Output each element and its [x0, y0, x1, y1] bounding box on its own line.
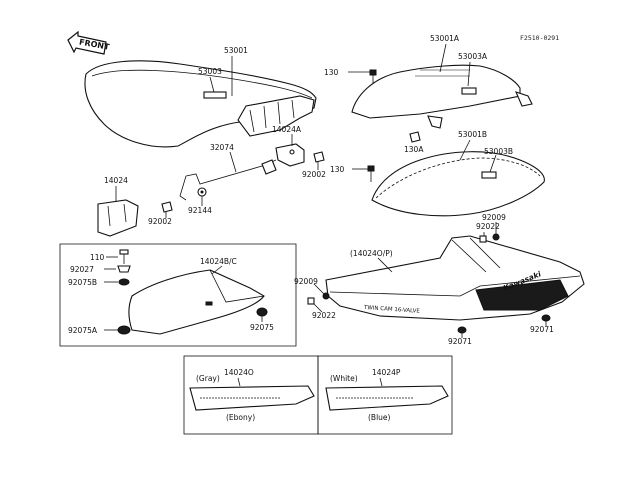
bracket-14024a [275, 143, 305, 167]
bolt-130-mid [367, 165, 375, 182]
clip-92002-left [161, 201, 173, 213]
damper-92071-left [457, 326, 467, 334]
callout-130-mid: 130 [330, 165, 345, 174]
callout-53001: 53001 [224, 46, 248, 55]
front-arrow-icon: FRONT [67, 30, 111, 55]
callout-130a: 130A [404, 145, 424, 154]
clip-92002-right [313, 151, 325, 163]
callout-53001a: 53001A [430, 34, 460, 43]
main-seat [84, 60, 317, 148]
callout-14024: 14024 [104, 176, 128, 185]
rear-seat-cover [351, 64, 533, 129]
callout-53003b: 53003B [484, 147, 513, 156]
callout-92075b: 92075B [68, 278, 97, 287]
callout-14024op: (14024O/P) [350, 249, 393, 258]
variant-2-color-bottom: (Blue) [368, 413, 391, 422]
callout-92075a: 92075A [68, 326, 98, 335]
tail-cover: TWIN CAM 16-VALVE Kawasaki [325, 235, 585, 321]
bolt-110 [119, 249, 129, 264]
callout-92027: 92027 [70, 265, 94, 274]
damper-92075 [256, 307, 268, 317]
callout-92075: 92075 [250, 323, 274, 332]
callout-14024bc: 14024B/C [200, 257, 237, 266]
nut-92009-left [322, 292, 330, 300]
variant-box-white-blue: 14024P (White) (Blue) [317, 355, 453, 435]
bolt-92022-right [479, 235, 487, 243]
decal-twin-cam: TWIN CAM 16-VALVE [363, 305, 421, 315]
inset-box-left [59, 243, 297, 347]
callout-92071-left: 92071 [448, 337, 472, 346]
damper-92075a [117, 325, 131, 335]
variant-2-part: 14024P [372, 368, 401, 377]
callout-92022-left: 92022 [312, 311, 336, 320]
callout-92002-right: 92002 [302, 170, 326, 179]
callout-92071-right: 92071 [530, 325, 554, 334]
variant-2-color-top: (White) [330, 374, 358, 383]
callout-32074: 32074 [210, 143, 234, 152]
diagram-code: F2510-0291 [520, 34, 559, 42]
bracket-14024 [97, 199, 139, 237]
callout-53001b: 53001B [458, 130, 487, 139]
bolt-92022-left [307, 297, 315, 305]
bolt-130-top [369, 69, 377, 84]
grommet-92027 [117, 265, 131, 273]
callout-92022-right: 92022 [476, 222, 500, 231]
callout-110: 110 [90, 253, 105, 262]
callout-92144: 92144 [188, 206, 212, 215]
seat-cover-14024bc [128, 269, 265, 335]
variant-1-part: 14024O [224, 368, 254, 377]
damper-92071-right [541, 314, 551, 322]
callout-53003a: 53003A [458, 52, 488, 61]
rear-seat [371, 151, 545, 217]
damper-92075b [118, 278, 130, 286]
callout-92002-left: 92002 [148, 217, 172, 226]
variant-1-color-bottom: (Ebony) [226, 413, 255, 422]
callout-130-top: 130 [324, 68, 339, 77]
callout-53003: 53003 [198, 67, 222, 76]
stay-32074 [179, 159, 277, 201]
callout-92009-left: 92009 [294, 277, 318, 286]
variant-box-gray-ebony: 14024O (Gray) (Ebony) [183, 355, 319, 435]
variant-1-color-top: (Gray) [196, 374, 220, 383]
callout-92009-right: 92009 [482, 213, 506, 222]
nut-92009-right [492, 233, 500, 241]
collar-92144 [197, 187, 207, 197]
clip-130a [409, 131, 421, 143]
callout-14024a: 14024A [272, 125, 302, 134]
